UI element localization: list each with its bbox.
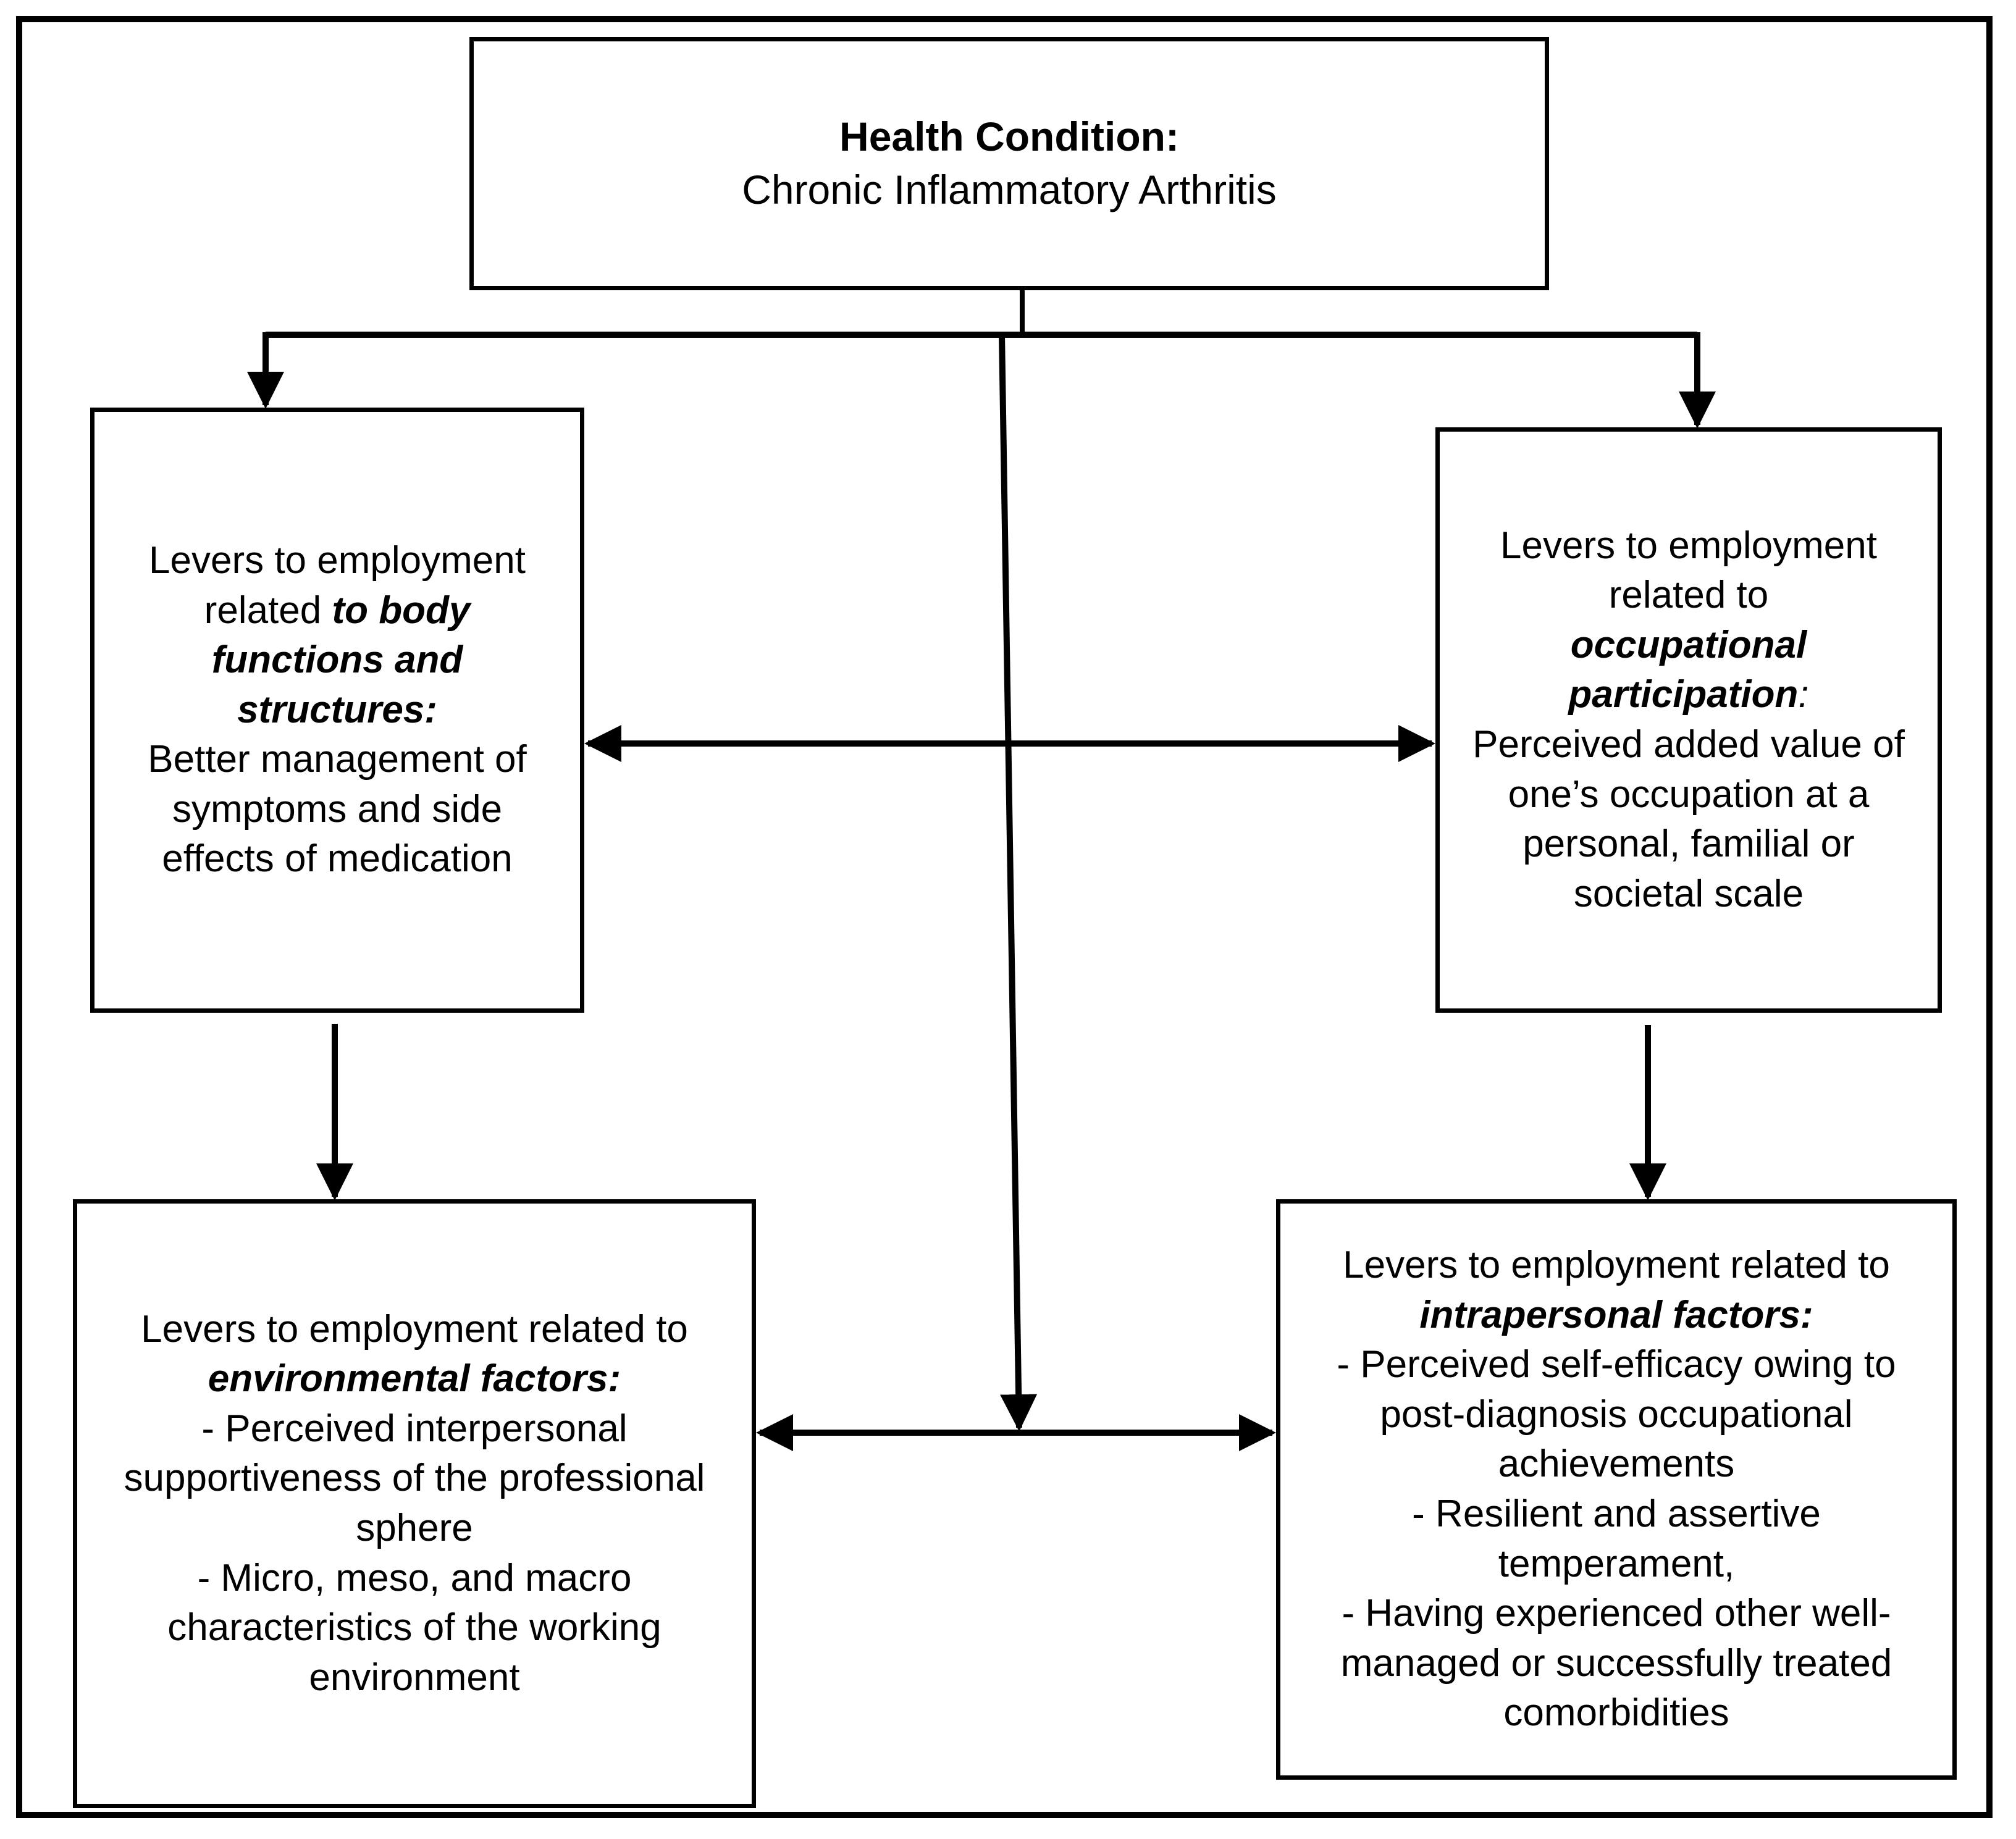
intrapersonal-box: Levers to employment related to intraper… [1276, 1199, 1957, 1780]
occupational-emphasis: occupational participation [1568, 623, 1807, 716]
diagram-frame [16, 16, 1993, 1818]
body-functions-intro: Levers to employment related [149, 538, 526, 632]
occupational-detail: Perceived added value of one’s occupatio… [1472, 723, 1905, 915]
occupational-box: Levers to employment related to occupati… [1435, 427, 1942, 1013]
body-functions-box: Levers to employment related to body fun… [90, 408, 584, 1013]
environmental-item: - Perceived interpersonal supportiveness… [124, 1407, 705, 1549]
environmental-box: Levers to employment related to environm… [73, 1199, 756, 1808]
intrapersonal-item: - Perceived self-efficacy owing to post-… [1337, 1343, 1896, 1486]
arrow-center-down [999, 334, 1038, 1431]
intrapersonal-item: - Resilient and assertive temperament, [1412, 1493, 1821, 1585]
health-condition-box: Health Condition: Chronic Inflammatory A… [469, 37, 1549, 290]
health-condition-label: Health Condition: [839, 114, 1179, 160]
occupational-intro: Levers to employment related to [1500, 524, 1877, 617]
environmental-emphasis: environmental factors: [208, 1357, 621, 1401]
intrapersonal-intro: Levers to employment related to [1343, 1244, 1890, 1287]
body-functions-detail: Better management of symptoms and side e… [148, 738, 527, 881]
environmental-item: - Micro, meso, and macro characteristics… [167, 1556, 662, 1699]
body-functions-emphasis: to body functions and structures: [211, 589, 471, 731]
intrapersonal-emphasis: intrapersonal factors: [1419, 1293, 1813, 1336]
health-condition-value: Chronic Inflammatory Arthritis [742, 167, 1277, 212]
environmental-intro: Levers to employment related to [141, 1307, 688, 1351]
intrapersonal-item: - Having experienced other well-managed … [1340, 1592, 1892, 1735]
occupational-colon: : [1798, 673, 1809, 716]
